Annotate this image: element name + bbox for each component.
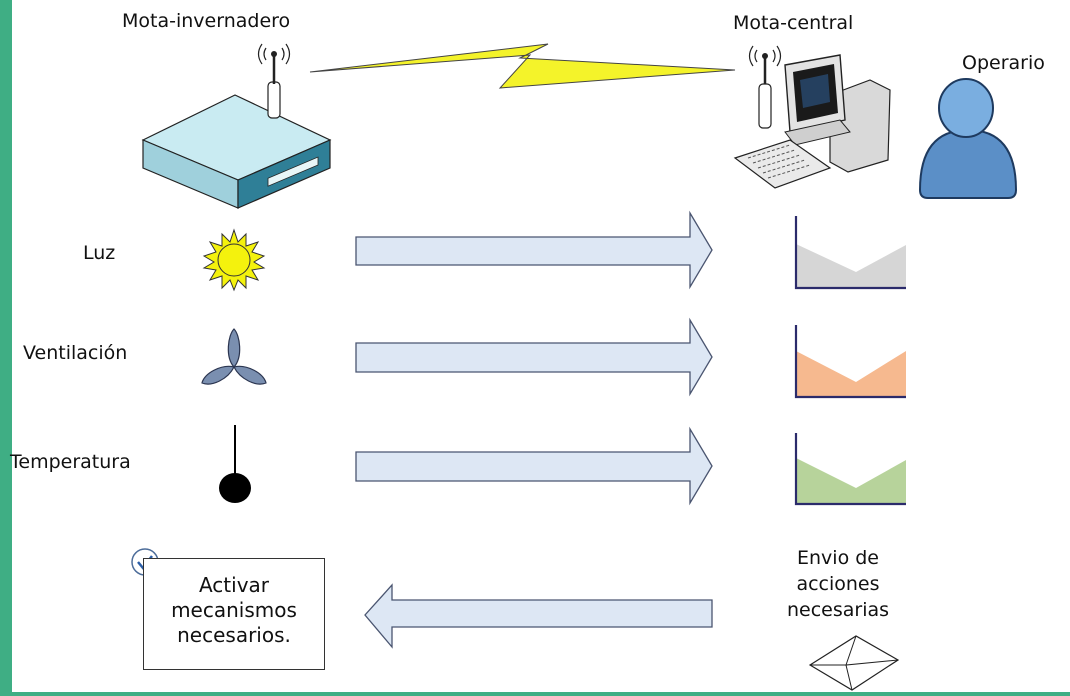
send-actions-line-1: Envio de [797,547,879,569]
temperature-chart [794,433,906,506]
action-box: Activar mecanismos necesarios. [143,558,325,670]
action-box-line-2: mecanismos [171,598,297,622]
send-actions-line-3: necesarias [786,599,890,621]
sensor-label-temperature: Temperatura [10,451,131,473]
operator-person-icon [918,78,1018,199]
data-flow-arrow-temperature [355,426,713,506]
ventilation-chart [794,325,906,399]
action-box-line-3: necesarios. [177,623,291,647]
data-flow-arrow-ventilation [355,317,713,397]
envelope-icon [808,635,900,691]
central-computer-icon [733,45,891,189]
data-flow-arrow-light [355,210,713,290]
thermometer-icon [219,425,251,503]
action-arrow [364,583,713,649]
sensor-label-ventilation: Ventilación [23,342,128,364]
action-box-line-1: Activar [198,573,270,597]
wireless-link-bolt-icon [309,43,736,89]
operator-label: Operario [962,52,1045,74]
light-chart [794,216,906,290]
greenhouse-mote-label: Mota-invernadero [122,10,291,32]
send-actions-label: Envio de acciones necesarias [758,545,918,623]
central-mote-label: Mota-central [733,12,854,34]
fan-icon [201,328,267,385]
sun-icon [202,228,266,292]
sensor-label-light: Luz [83,242,116,264]
send-actions-line-2: acciones [796,573,880,595]
greenhouse-mote-device-icon [141,43,332,209]
